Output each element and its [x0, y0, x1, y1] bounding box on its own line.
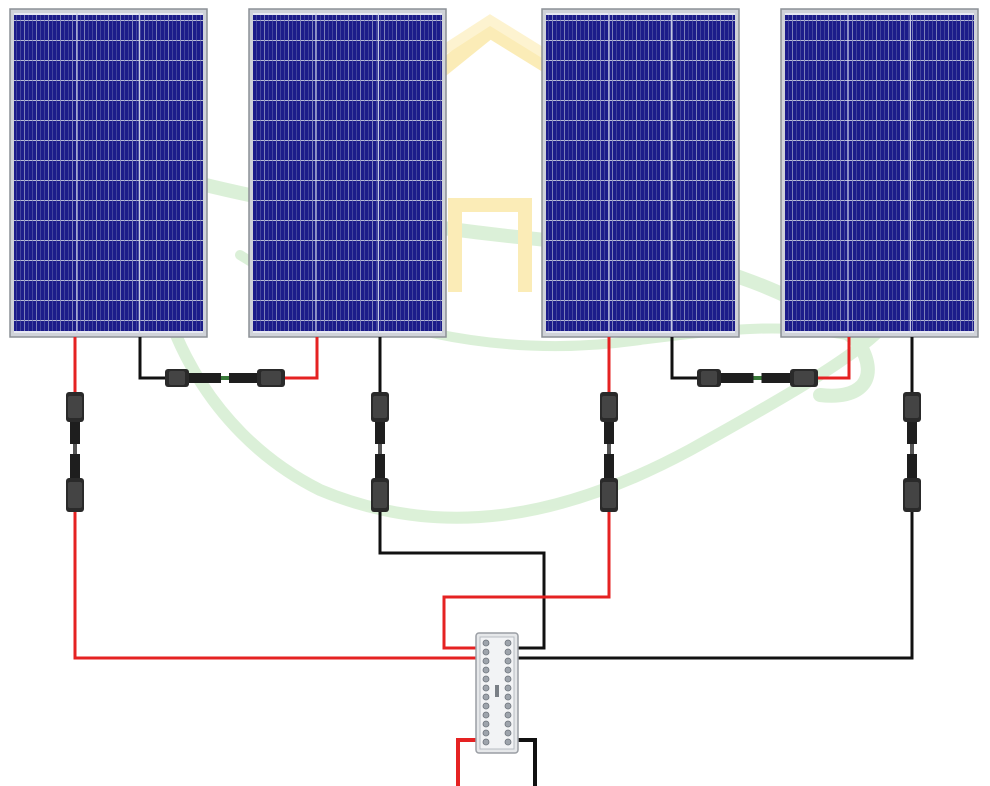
wire-p2-positive-lead: [282, 337, 319, 380]
wire-p2-negative-run: [378, 510, 546, 650]
panel-3: [541, 8, 740, 338]
wire-p1-negative-lead: [138, 337, 168, 380]
wire-p3-positive-run: [442, 510, 611, 650]
wire-p1-positive-run: [73, 510, 478, 660]
wire-output-positive: [456, 738, 478, 786]
series-link-1-2: [165, 369, 285, 387]
mc4-connector-icon: [371, 392, 389, 512]
wire-p4-negative-run: [515, 510, 914, 660]
wire-p4-positive-lead: [815, 337, 851, 380]
series-link-3-4: [697, 369, 818, 387]
combiner-box-icon: [475, 632, 519, 754]
wire-p3-negative-lead: [670, 337, 700, 380]
mc4-connector-icon: [903, 392, 921, 512]
panel-4: [780, 8, 979, 338]
panel-1: [9, 8, 208, 338]
wire-output-negative: [515, 738, 537, 786]
panel-2: [248, 8, 447, 338]
mc4-connector-icon: [66, 392, 84, 512]
mc4-connector-icon: [600, 392, 618, 512]
